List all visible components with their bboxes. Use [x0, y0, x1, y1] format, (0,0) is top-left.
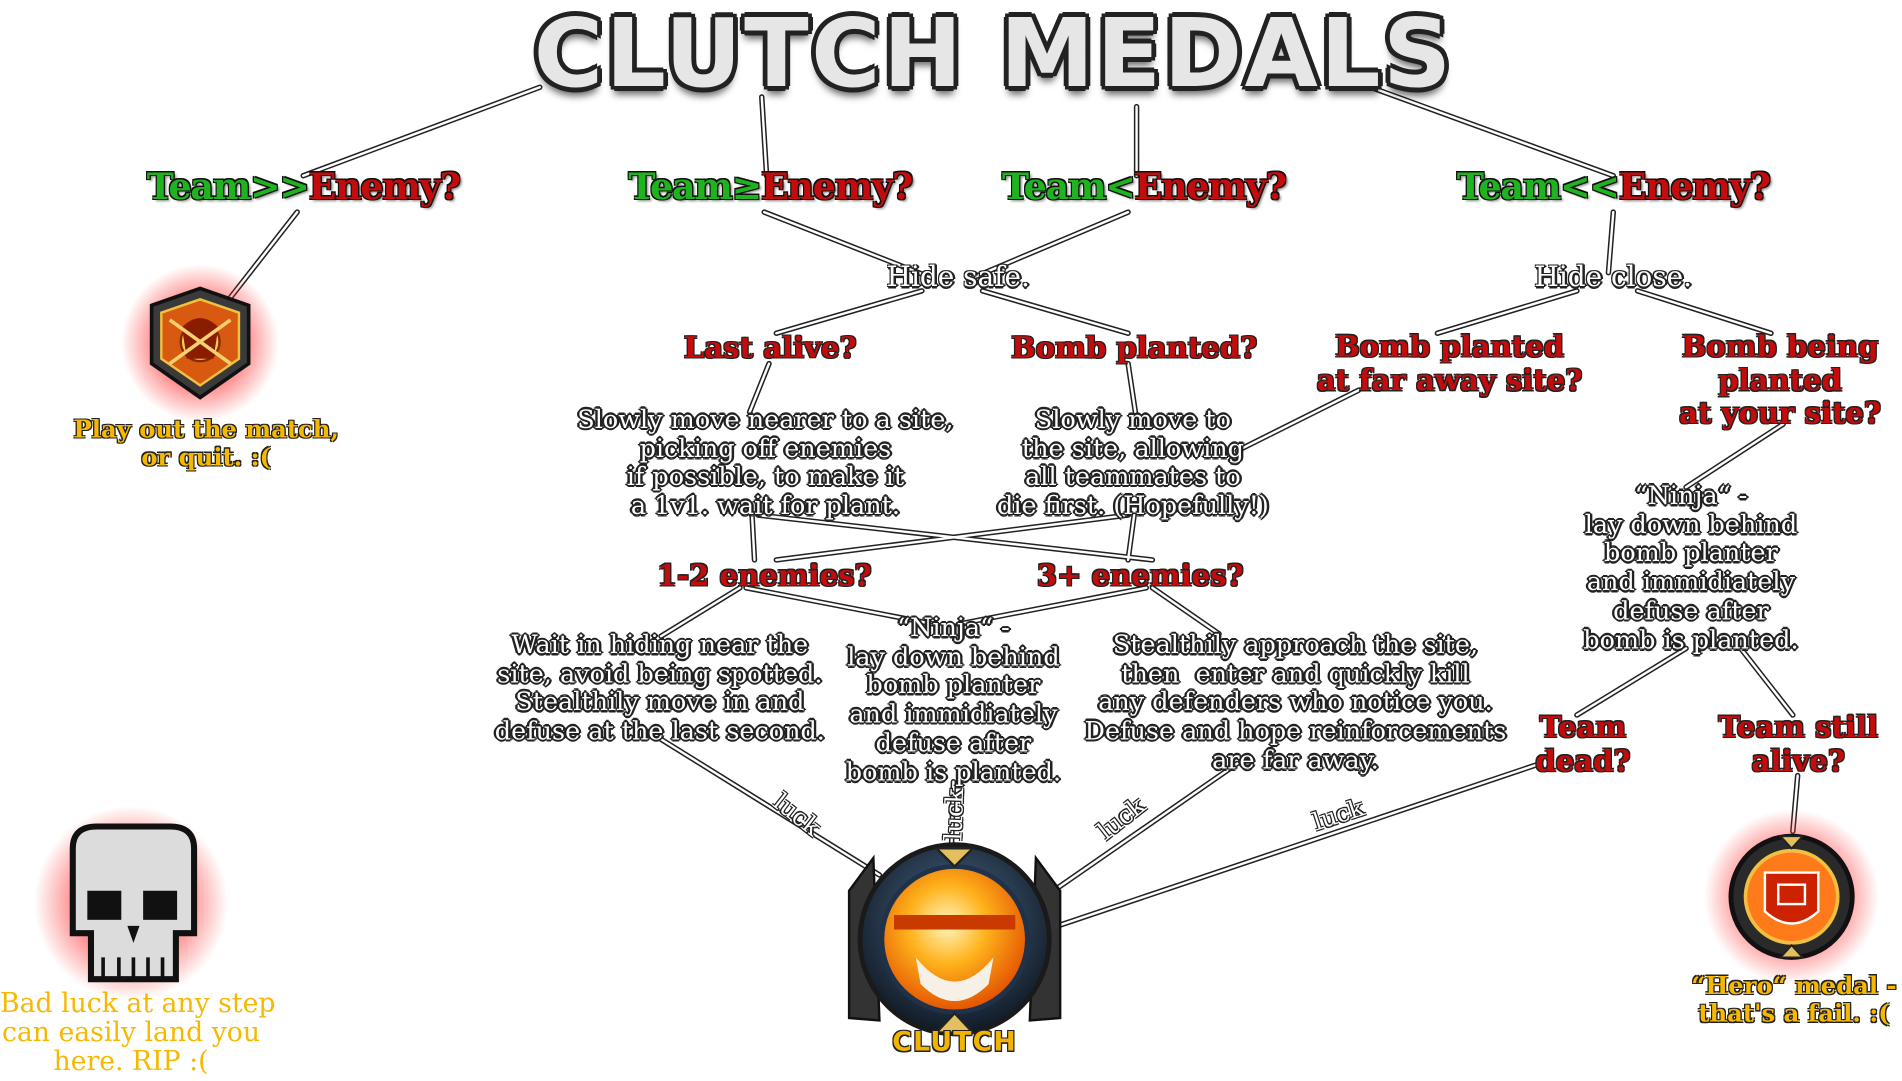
page-title: CLUTCH MEDALS: [533, 0, 1454, 110]
question-team-much-stronger: Team>>Enemy?: [127, 169, 479, 206]
team-label: Team: [628, 166, 733, 209]
enemy-label: Enemy?: [1134, 166, 1287, 209]
enemy-label: Enemy?: [761, 166, 913, 209]
team-label: Team: [146, 166, 252, 209]
slowly-move-nearer: Slowly move nearer to a site, picking of…: [577, 404, 954, 521]
team-label: Team: [1456, 166, 1562, 209]
ninja-center: “Ninja“ - lay down behind bomb planter a…: [845, 613, 1062, 787]
bomb-planted: Bomb planted?: [1011, 329, 1258, 365]
question-team-much-weaker: Team<<Enemy?: [1431, 169, 1795, 206]
team-still-alive: Team still alive?: [1718, 708, 1879, 778]
team-label: Team: [1002, 166, 1107, 209]
hero-medal-icon: [1704, 809, 1879, 985]
operator: <<: [1560, 166, 1620, 209]
enemy-label: Enemy?: [308, 166, 461, 209]
spartan-medal-icon: [121, 264, 279, 422]
slowly-move-to-site: Slowly move to the site, allowing all te…: [997, 404, 1269, 521]
enemies-1-2: 1-2 enemies?: [656, 557, 872, 593]
luck-label: luck: [938, 788, 970, 841]
enemies-3-plus: 3+ enemies?: [1036, 557, 1244, 593]
last-alive: Last alive?: [683, 329, 857, 365]
bomb-being-planted: Bomb being planted at your site?: [1679, 328, 1882, 431]
hero-medal-note: “Hero“ medal - that's a fail. :(: [1691, 970, 1897, 1028]
enemy-label: Enemy?: [1618, 166, 1771, 209]
team-dead: Team dead?: [1535, 708, 1631, 778]
skull-icon: [33, 805, 229, 1000]
stealthily-approach: Stealthily approach the site, then enter…: [1084, 630, 1507, 775]
play-out-match: Play out the match, or quit. :(: [73, 414, 339, 472]
question-team-weaker: Team<Enemy?: [980, 169, 1308, 206]
operator: ≥: [731, 166, 763, 209]
bad-luck-note: Bad luck at any step can easily land you…: [0, 988, 276, 1078]
question-team-equal: Team≥Enemy?: [607, 169, 935, 206]
hide-safe: Hide safe.: [886, 261, 1030, 294]
hide-close: Hide close.: [1534, 261, 1693, 294]
operator: >>: [250, 166, 310, 209]
clutch-medal-icon: [847, 842, 1062, 1037]
ninja-right: “Ninja“ - lay down behind bomb planter a…: [1583, 481, 1799, 654]
bomb-planted-far: Bomb planted at far away site?: [1316, 328, 1583, 398]
clutch-medal-label: CLUTCH: [892, 1027, 1017, 1058]
operator: <: [1105, 166, 1136, 209]
wait-in-hiding: Wait in hiding near the site, avoid bein…: [494, 630, 825, 746]
